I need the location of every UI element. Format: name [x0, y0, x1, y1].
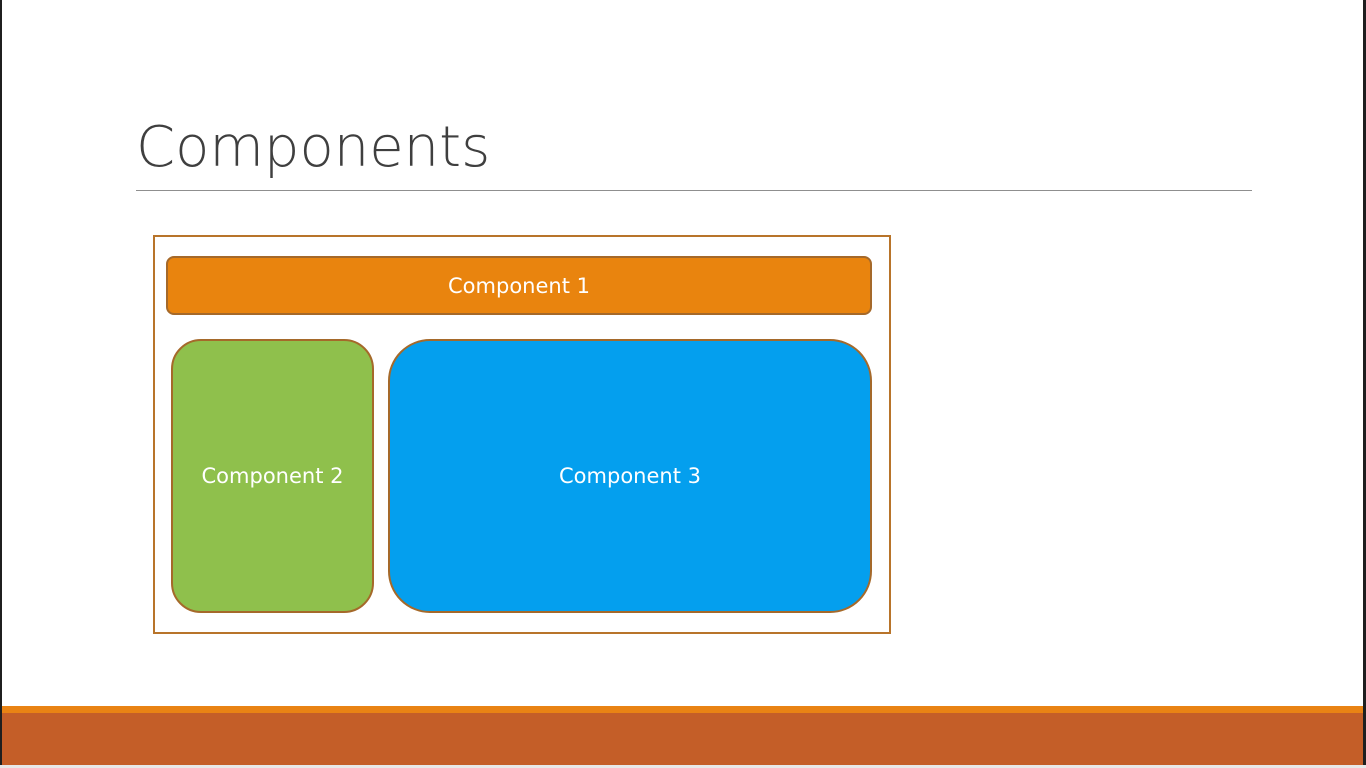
footer-bottom-edge — [0, 765, 1366, 768]
component-2-label: Component 2 — [201, 464, 344, 488]
component-2-box: Component 2 — [171, 339, 374, 613]
component-3-label: Component 3 — [559, 464, 701, 488]
footer-accent-stripe — [2, 706, 1363, 713]
title-divider — [136, 190, 1252, 191]
component-1-box: Component 1 — [166, 256, 872, 315]
component-3-box: Component 3 — [388, 339, 872, 613]
footer-band — [2, 713, 1363, 765]
component-1-label: Component 1 — [448, 273, 590, 298]
window-edge-right — [1363, 0, 1366, 768]
window-edge-left — [0, 0, 2, 768]
slide-title: Components — [136, 115, 491, 180]
